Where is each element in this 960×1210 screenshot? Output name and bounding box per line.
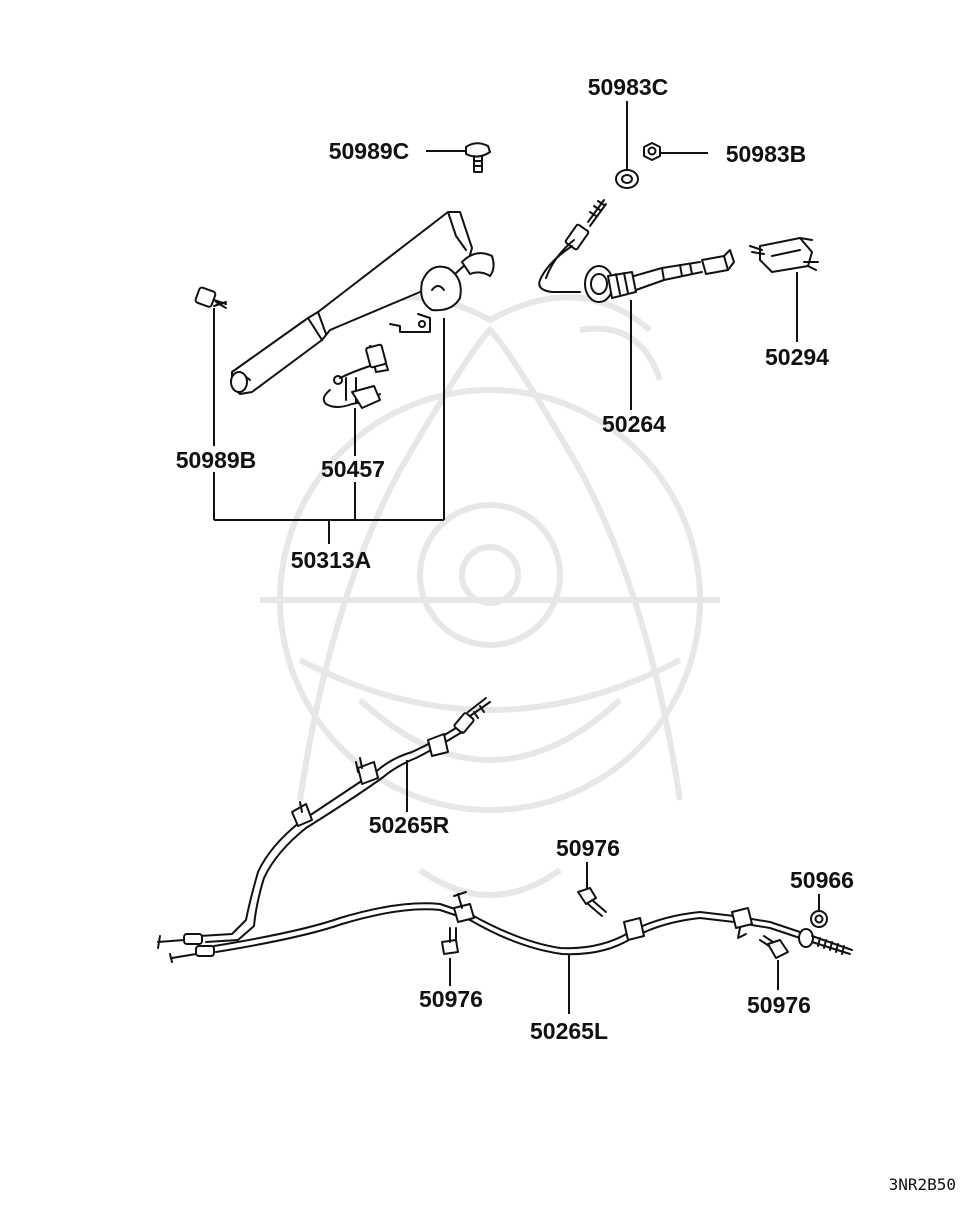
label-50989b: 50989B <box>176 447 257 473</box>
label-50976-right: 50976 <box>747 992 811 1018</box>
label-50966: 50966 <box>790 867 854 893</box>
switch-50294 <box>749 237 819 273</box>
screw-50989c <box>465 142 491 173</box>
label-50976-left: 50976 <box>419 986 483 1012</box>
label-50264: 50264 <box>602 411 666 437</box>
label-50457: 50457 <box>321 456 385 482</box>
label-50313a: 50313A <box>291 547 372 573</box>
parking-brake-lever-assembly <box>230 211 495 395</box>
label-50983b: 50983B <box>726 141 807 167</box>
rear-cable-50265l <box>213 891 853 956</box>
cable-50264 <box>538 199 735 303</box>
samurai-helmet-watermark <box>260 294 720 898</box>
diagram-code: 3NR2B50 <box>889 1175 956 1194</box>
label-50989c: 50989C <box>329 138 410 164</box>
bolt-50976-top <box>577 887 607 917</box>
leader-lines <box>213 101 820 1014</box>
bolt-50989b <box>194 286 227 309</box>
nut-50966 <box>810 910 828 928</box>
bolt-50976-right <box>759 935 789 959</box>
rear-cable-50265r <box>199 697 491 943</box>
brake-switch <box>322 343 389 409</box>
nut-50983b <box>643 142 661 161</box>
label-50983c: 50983C <box>588 74 669 100</box>
cable-ends-left <box>157 933 215 963</box>
label-50265r: 50265R <box>369 812 450 838</box>
bolt-50976-left <box>441 927 459 955</box>
label-50265l: 50265L <box>530 1018 608 1044</box>
nut-50983c <box>615 169 639 189</box>
label-50976-top: 50976 <box>556 835 620 861</box>
label-50294: 50294 <box>765 344 829 370</box>
